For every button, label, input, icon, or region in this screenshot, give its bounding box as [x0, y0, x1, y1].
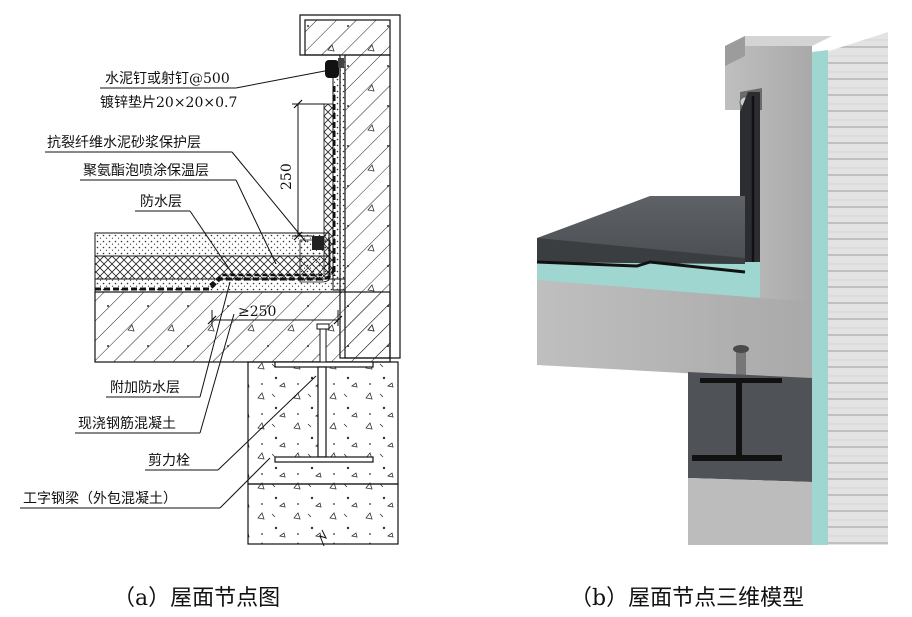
label-extra-waterproof: 附加防水层 — [106, 281, 231, 398]
nail-washer-detail — [325, 60, 339, 78]
i-beam-3d — [692, 378, 782, 461]
caption-a: （a）屋面节点图 — [113, 586, 280, 611]
siding-wall — [826, 32, 888, 545]
label-insulation-text: 聚氨酯泡喷涂保温层 — [83, 163, 209, 179]
panel-b-3d-model: （b）屋面节点三维模型 — [536, 32, 888, 611]
label-beam: 工字钢梁（外包混凝土） — [20, 457, 271, 509]
shear-stud — [316, 323, 330, 363]
beam-encasement-3d — [688, 372, 812, 482]
insulation-layer — [94, 255, 330, 280]
label-mortar: 抗裂纤维水泥砂浆保护层 — [45, 135, 307, 243]
i-beam — [274, 361, 374, 463]
dimension-gte250-label: ≥250 — [238, 304, 276, 320]
label-mortar-text: 抗裂纤维水泥砂浆保护层 — [47, 135, 201, 151]
teal-insulation-strip — [812, 50, 828, 545]
label-waterproof-text: 防水层 — [140, 194, 182, 210]
label-nail: 水泥钉或射钉@500 — [100, 69, 331, 89]
label-beam-text: 工字钢梁（外包混凝土） — [23, 491, 177, 507]
shear-stud-3d — [733, 345, 749, 380]
beam-base-3d — [688, 478, 812, 545]
label-concrete: 现浇钢筋混凝土 — [75, 313, 235, 434]
label-washer: 镀锌垫片20×20×0.7 — [100, 94, 237, 111]
panel-a-detail-drawing: 250 ≥250 水泥钉或射钉@500 镀锌垫片20×20×0.7 抗裂纤维水泥… — [20, 14, 401, 611]
label-shear-stud-text: 剪力栓 — [148, 453, 190, 469]
label-waterproof: 防水层 — [135, 194, 235, 277]
parapet-concrete — [725, 46, 812, 380]
additional-waterproof-layer — [209, 273, 322, 286]
horizontal-waterproof-layer — [95, 267, 336, 291]
beam-base-block — [247, 483, 399, 545]
label-shear-stud: 剪力栓 — [145, 375, 317, 471]
label-extra-waterproof-text: 附加防水层 — [110, 380, 180, 396]
label-concrete-text: 现浇钢筋混凝土 — [78, 415, 176, 432]
label-insulation: 聚氨酯泡喷涂保温层 — [80, 163, 277, 265]
label-nail-text: 水泥钉或射钉@500 — [105, 71, 230, 87]
dimension-250-label: 250 — [279, 163, 295, 190]
dimension-horizontal: ≥250 — [207, 304, 343, 326]
label-washer-text: 镀锌垫片20×20×0.7 — [100, 94, 237, 111]
dimension-vertical: 250 — [279, 99, 326, 241]
caption-b: （b）屋面节点三维模型 — [570, 586, 804, 611]
